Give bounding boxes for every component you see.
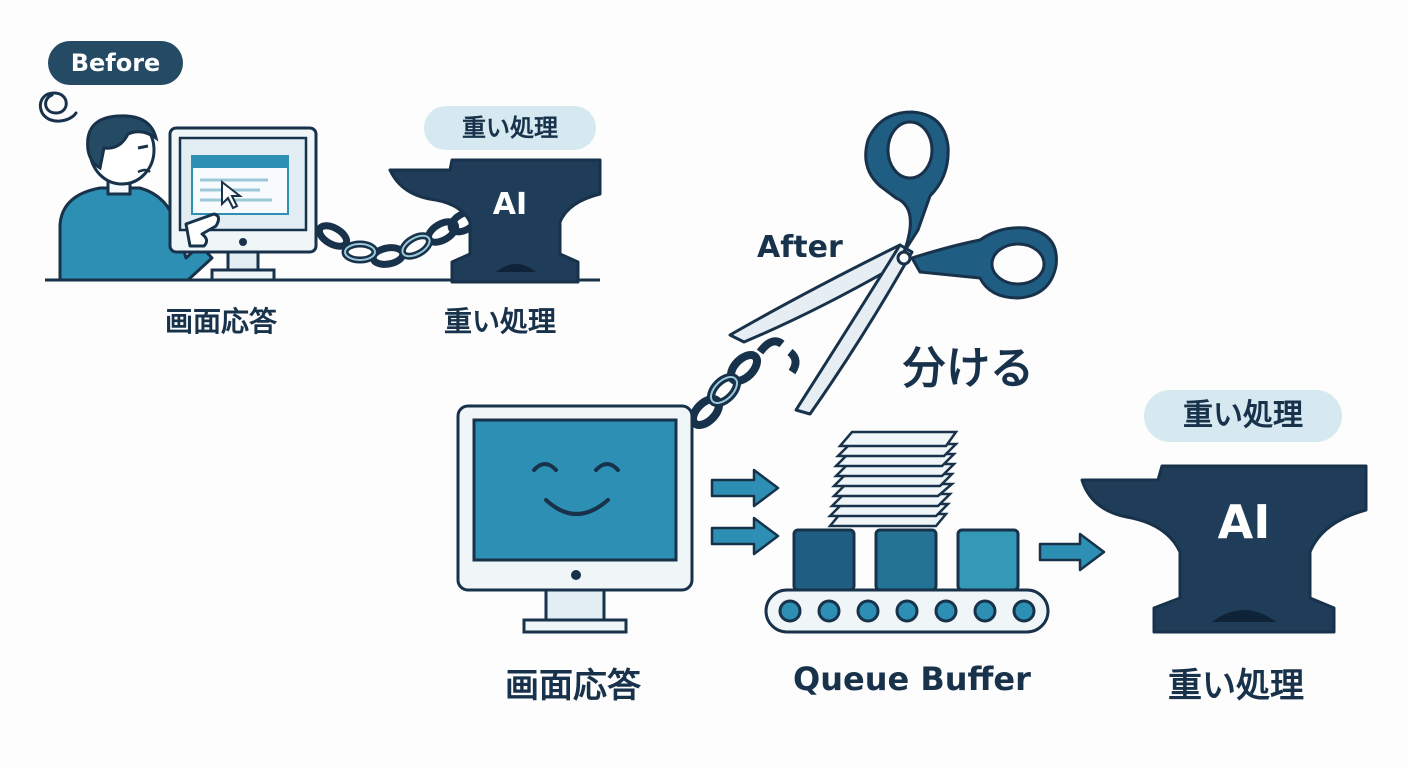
broken-chain-icon	[689, 337, 800, 429]
paper-stack-icon	[826, 430, 960, 528]
happy-monitor-icon	[456, 404, 694, 634]
before-screen-label: 画面応答	[165, 305, 278, 338]
after-anvil-pill: 重い処理	[1144, 390, 1342, 442]
before-anvil-icon	[388, 158, 602, 284]
before-anvil-ai-text: AI	[493, 187, 527, 222]
before-anvil-pill: 重い処理	[424, 106, 596, 150]
conveyor-belt-icon	[764, 588, 1050, 634]
scissors-icon	[728, 110, 1058, 416]
before-anvil-label: 重い処理	[444, 305, 557, 338]
mouse-cursor-icon	[221, 179, 243, 210]
arrow-right-icon	[710, 468, 1106, 572]
pointing-hand-icon	[184, 212, 221, 248]
after-anvil-label: 重い処理	[1168, 666, 1304, 706]
after-screen-label: 画面応答	[505, 666, 641, 706]
split-label: 分ける	[902, 343, 1034, 394]
queue-buffer-label: Queue Buffer	[793, 660, 1031, 698]
after-anvil-icon	[1080, 464, 1368, 634]
queue-box-2	[874, 528, 938, 592]
queue-box-3	[956, 528, 1020, 592]
queue-box-1	[792, 528, 856, 592]
after-title: After	[757, 230, 843, 265]
after-anvil-ai-text: AI	[1218, 495, 1271, 549]
before-badge: Before	[48, 41, 183, 85]
